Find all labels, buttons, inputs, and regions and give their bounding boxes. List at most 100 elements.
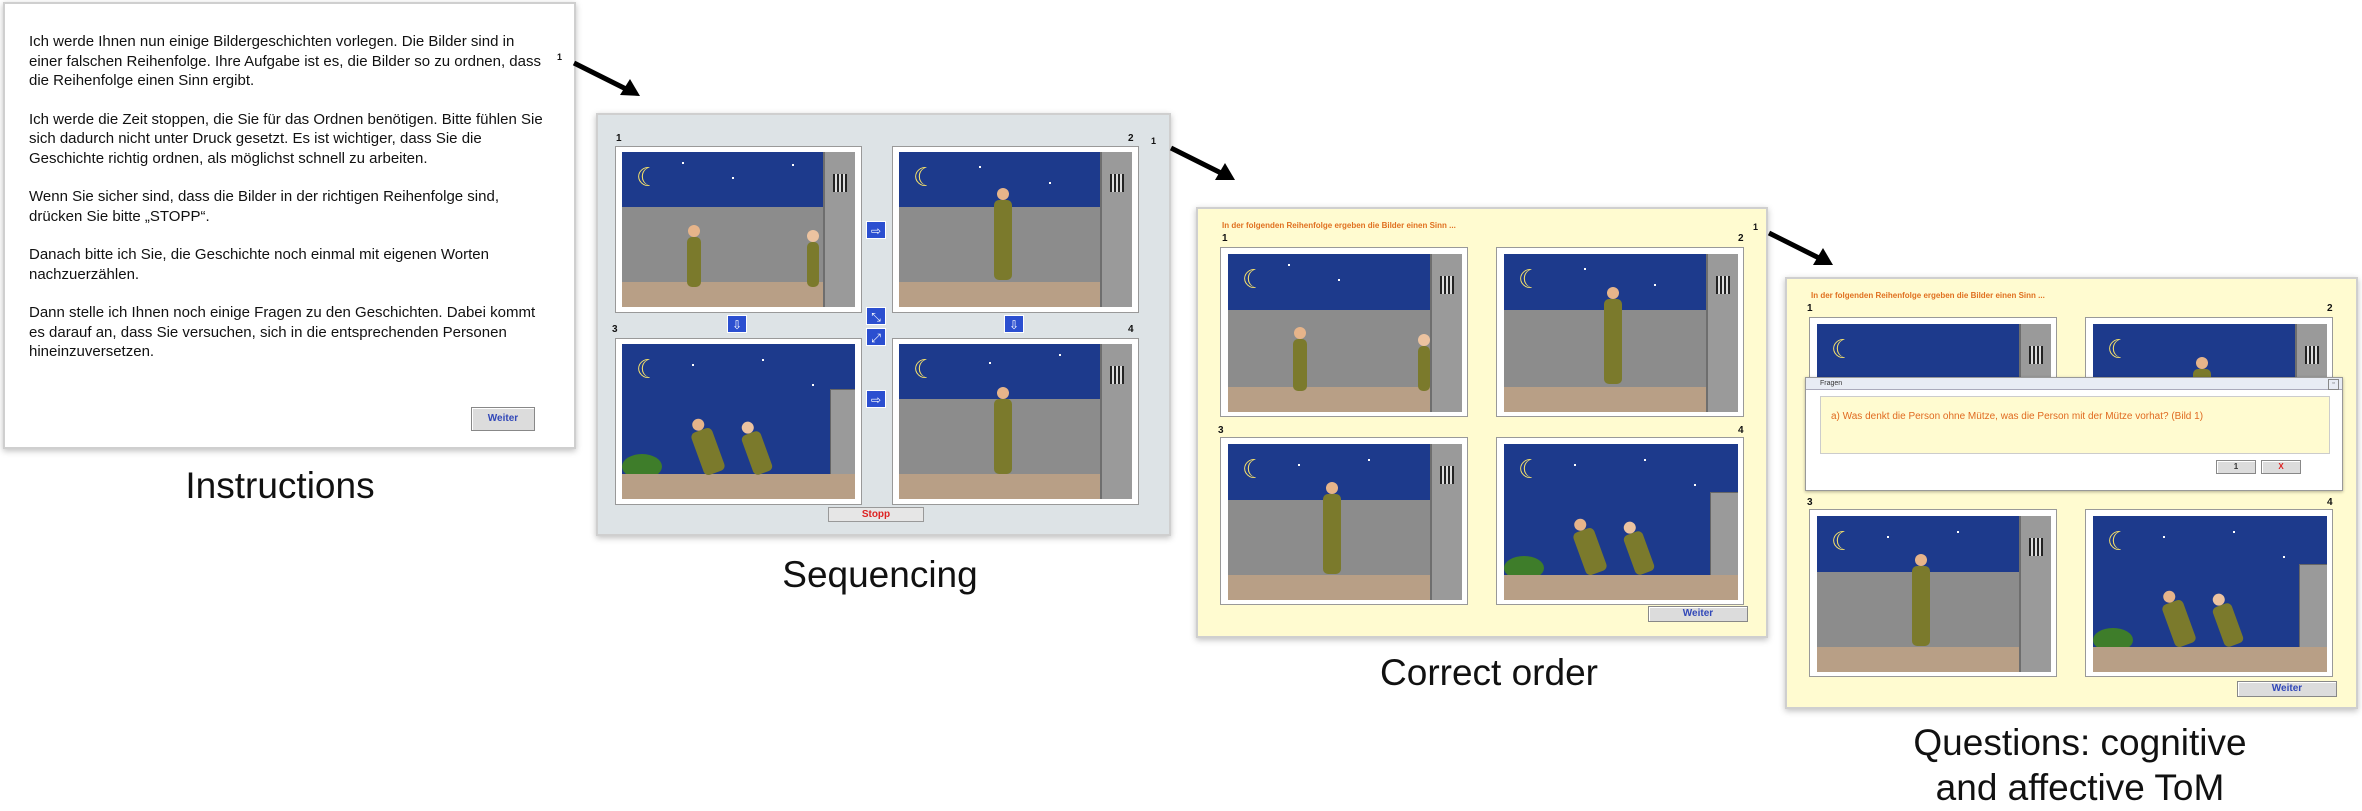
barred-window-icon	[1440, 466, 1454, 484]
continue-button[interactable]: Weiter	[1648, 606, 1748, 622]
instruction-paragraph: Wenn Sie sicher sind, dass die Bilder in…	[29, 188, 499, 225]
moon-icon: ☾	[2107, 526, 2131, 556]
comic-frame[interactable]: ☾	[615, 146, 862, 313]
comic-scene: ☾	[1228, 444, 1462, 600]
frame-number: 1	[616, 133, 622, 144]
moon-icon: ☾	[1518, 454, 1542, 484]
barred-window-icon	[833, 174, 847, 192]
comic-frame[interactable]: ☾	[892, 146, 1139, 313]
question-dialog: Fragen ▫ a) Was denkt die Person ohne Mü…	[1805, 377, 2343, 491]
comic-scene: ☾	[2093, 516, 2327, 672]
caption-sequencing: Sequencing	[782, 554, 978, 595]
dialog-title: Fragen	[1806, 378, 2342, 390]
frame-number: 4	[1128, 324, 1134, 335]
comic-scene: ☾	[899, 344, 1132, 499]
close-icon[interactable]: ▫	[2328, 379, 2339, 390]
caption-questions: Questions: cognitive and affective ToM	[1860, 720, 2300, 810]
dialog-body: a) Was denkt die Person ohne Mütze, was …	[1820, 396, 2330, 454]
swap-diagonal-button[interactable]: ⤢	[866, 328, 886, 346]
comic-frame: ☾	[2085, 509, 2333, 677]
stop-button[interactable]: Stopp	[828, 507, 924, 522]
comic-frame: ☾	[1809, 509, 2057, 677]
dialog-question: a) Was denkt die Person ohne Mütze, was …	[1831, 411, 2204, 422]
barred-window-icon	[1716, 276, 1730, 294]
soldier-figure	[1418, 334, 1430, 391]
corner-mark: 1	[557, 52, 563, 62]
comic-scene: ☾	[622, 344, 855, 499]
moon-icon: ☾	[1242, 264, 1266, 294]
header-text: In der folgenden Reihenfolge ergeben die…	[1811, 291, 2045, 300]
frame-number: 1	[1222, 233, 1228, 244]
soldier-figure	[994, 188, 1012, 280]
soldier-figure	[807, 230, 819, 287]
frame-number: 3	[612, 324, 618, 335]
comic-scene: ☾	[1817, 516, 2051, 672]
comic-frame: ☾	[1220, 247, 1468, 417]
frame-number: 2	[2327, 303, 2333, 314]
moon-icon: ☾	[1518, 264, 1542, 294]
soldier-figure	[1323, 482, 1341, 574]
instructions-text: Ich werde Ihnen nun einige Bildergeschic…	[29, 32, 549, 381]
comic-frame: ☾	[1496, 247, 1744, 417]
barred-window-icon	[1440, 276, 1454, 294]
frame-number: 2	[1738, 233, 1744, 244]
correct-order-panel: In der folgenden Reihenfolge ergeben die…	[1196, 207, 1768, 638]
comic-scene: ☾	[622, 152, 855, 307]
instruction-paragraph: Ich werde die Zeit stoppen, die Sie für …	[29, 110, 543, 167]
frame-number: 3	[1218, 425, 1224, 436]
moon-icon: ☾	[636, 354, 660, 384]
arrow-icon	[1767, 230, 1833, 265]
header-text: In der folgenden Reihenfolge ergeben die…	[1222, 221, 1456, 230]
barred-window-icon	[1110, 174, 1124, 192]
comic-scene: ☾	[1504, 254, 1738, 412]
frame-number: 4	[2327, 497, 2333, 508]
corner-mark: 1	[1753, 222, 1759, 232]
swap-down-button[interactable]: ⇩	[727, 315, 747, 333]
comic-frame: ☾	[1220, 437, 1468, 605]
soldier-figure	[994, 387, 1012, 474]
instruction-paragraph: Danach bitte ich Sie, die Geschichte noc…	[29, 246, 489, 283]
sequencing-panel: 1 ☾ 2 ☾ ⇨ ⇩ ⇩ ⤡ ⤢ ⇨ 3	[596, 113, 1171, 536]
moon-icon: ☾	[913, 162, 937, 192]
comic-scene: ☾	[1504, 444, 1738, 600]
moon-icon: ☾	[1831, 334, 1855, 364]
soldier-figure	[1293, 327, 1307, 391]
arrow-icon	[1169, 145, 1235, 180]
frame-number: 2	[1128, 133, 1134, 144]
instruction-paragraph: Ich werde Ihnen nun einige Bildergeschic…	[29, 33, 541, 89]
caption-line: and affective ToM	[1935, 767, 2225, 808]
swap-diagonal-button[interactable]: ⤡	[866, 307, 886, 325]
barred-window-icon	[2029, 346, 2043, 364]
frame-number: 3	[1807, 497, 1813, 508]
swap-right-button[interactable]: ⇨	[866, 221, 886, 239]
caption-line: Questions: cognitive	[1913, 722, 2247, 763]
frame-number: 1	[1807, 303, 1813, 314]
instructions-panel: Ich werde Ihnen nun einige Bildergeschic…	[3, 2, 576, 449]
comic-scene: ☾	[1228, 254, 1462, 412]
arrow-icon	[572, 60, 640, 96]
swap-down-button[interactable]: ⇩	[1004, 315, 1024, 333]
barred-window-icon	[2029, 538, 2043, 556]
caption-correct-order: Correct order	[1380, 652, 1598, 693]
soldier-figure	[687, 225, 701, 287]
instruction-paragraph: Dann stelle ich Ihnen noch einige Fragen…	[29, 304, 536, 360]
swap-right-button[interactable]: ⇨	[866, 390, 886, 408]
corner-mark: 1	[1151, 136, 1157, 146]
continue-button[interactable]: Weiter	[471, 407, 535, 431]
cancel-button[interactable]: X	[2261, 460, 2301, 474]
continue-button[interactable]: Weiter	[2237, 681, 2337, 697]
caption-instructions: Instructions	[185, 465, 375, 506]
comic-frame[interactable]: ☾	[892, 338, 1139, 505]
moon-icon: ☾	[1831, 526, 1855, 556]
questions-panel: In der folgenden Reihenfolge ergeben die…	[1785, 277, 2358, 709]
soldier-figure	[1604, 287, 1622, 384]
frame-number: 4	[1738, 425, 1744, 436]
barred-window-icon	[1110, 366, 1124, 384]
moon-icon: ☾	[636, 162, 660, 192]
comic-scene: ☾	[899, 152, 1132, 307]
comic-frame[interactable]: ☾	[615, 338, 862, 505]
soldier-figure	[1912, 554, 1930, 646]
moon-icon: ☾	[2107, 334, 2131, 364]
answer-button[interactable]: 1	[2216, 460, 2256, 474]
comic-frame: ☾	[1496, 437, 1744, 605]
